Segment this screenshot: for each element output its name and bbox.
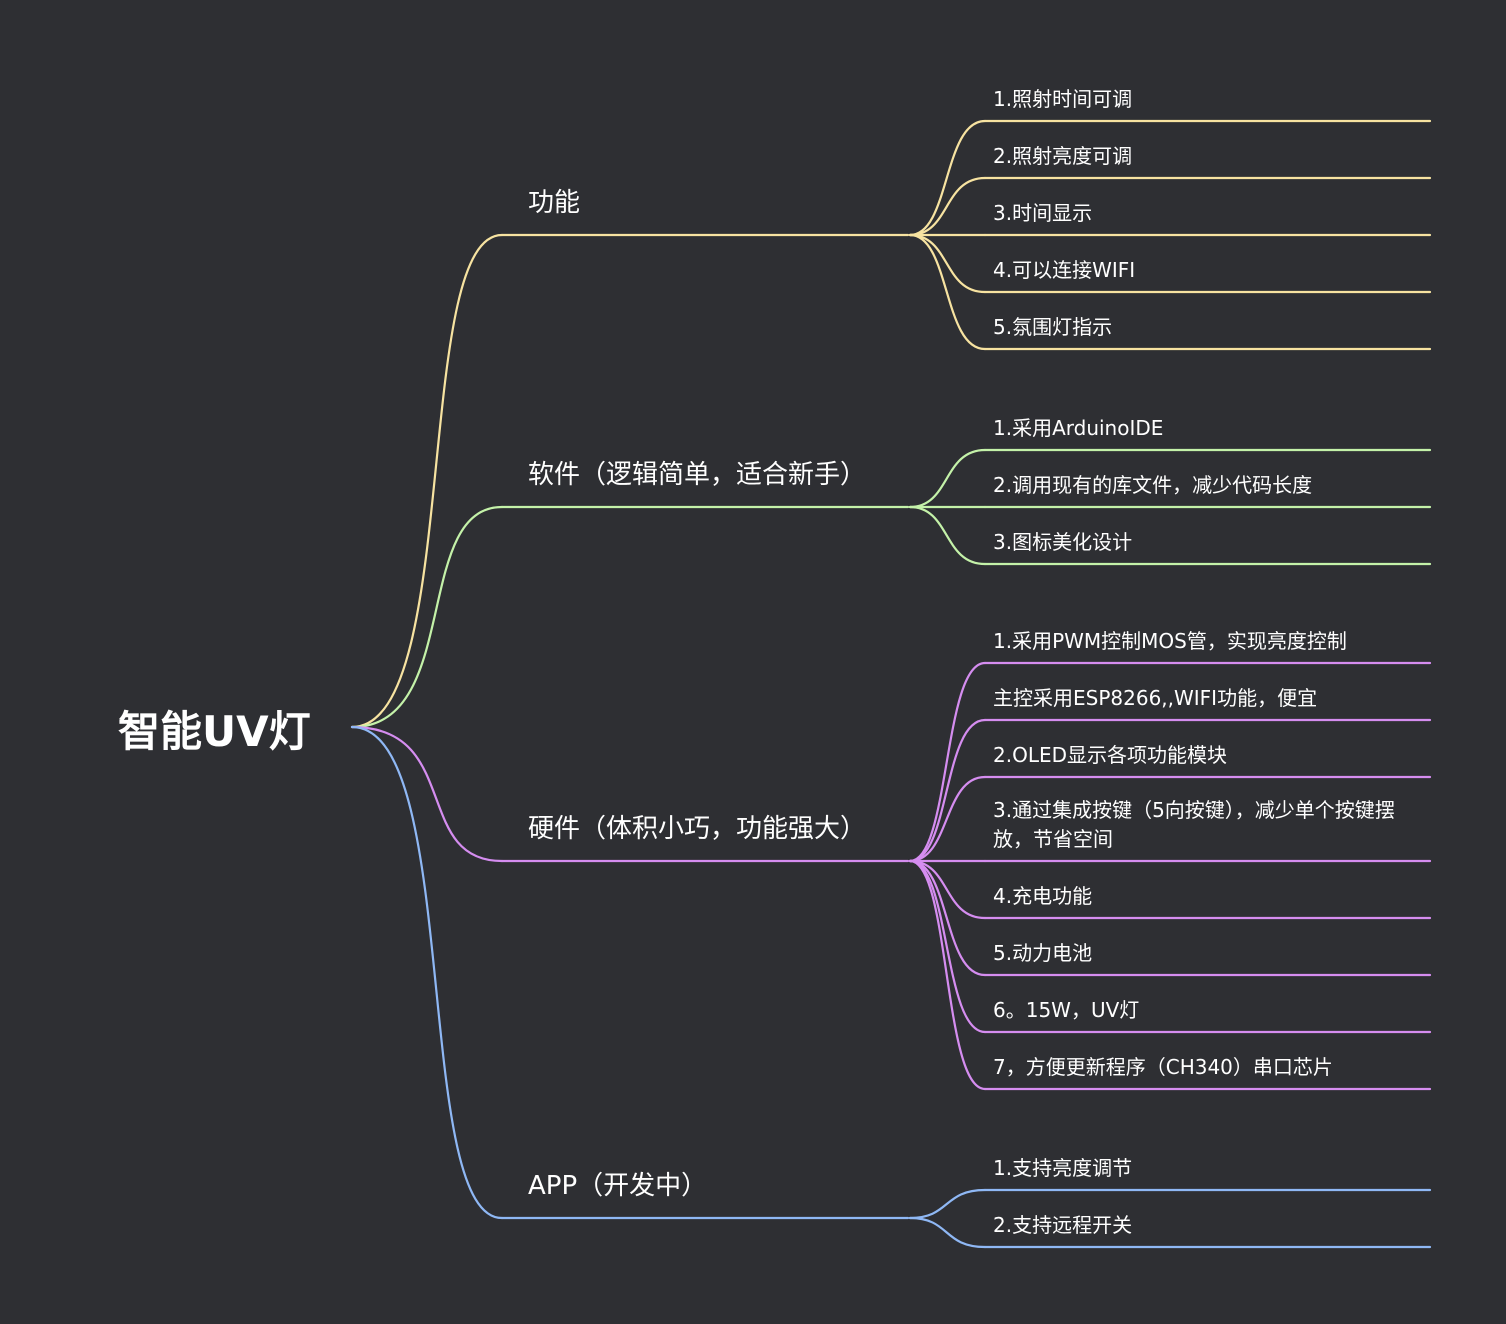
link-software-to-leaf-1: [908, 448, 987, 509]
software-leaf-1-label[interactable]: 1.采用ArduinoIDE: [993, 416, 1163, 440]
branch-function-label[interactable]: 功能: [528, 188, 580, 218]
link-hardware-to-leaf-7: [908, 859, 987, 1034]
branch-software-label[interactable]: 软件（逻辑简单，适合新手）: [528, 460, 866, 490]
software-leaf-2-label[interactable]: 2.调用现有的库文件，减少代码长度: [993, 473, 1312, 497]
app-leaf-2-label[interactable]: 2.支持远程开关: [993, 1213, 1132, 1237]
link-root-to-function: [350, 233, 504, 729]
branch-hardware-label[interactable]: 硬件（体积小巧，功能强大）: [528, 814, 866, 844]
link-function-to-leaf-2: [908, 176, 987, 237]
link-function-to-leaf-1: [908, 119, 987, 237]
app-leaf-1-label[interactable]: 1.支持亮度调节: [993, 1156, 1132, 1180]
hardware-leaf-4-label-line-1[interactable]: 3.通过集成按键（5向按键），减少单个按键摆: [993, 798, 1395, 822]
link-app-to-leaf-1: [908, 1188, 987, 1220]
hardware-leaf-1-label[interactable]: 1.采用PWM控制MOS管，实现亮度控制: [993, 629, 1347, 653]
function-leaf-1-label[interactable]: 1.照射时间可调: [993, 87, 1132, 111]
branch-app-label[interactable]: APP（开发中）: [528, 1171, 707, 1201]
link-hardware-to-leaf-5: [908, 859, 987, 920]
link-root-to-app: [350, 725, 504, 1220]
link-function-to-leaf-5: [908, 233, 987, 351]
link-hardware-to-leaf-2: [908, 718, 987, 863]
link-root-to-hardware: [350, 725, 504, 863]
link-hardware-to-leaf-8: [908, 859, 987, 1091]
link-hardware-to-leaf-1: [908, 661, 987, 863]
link-root-to-software: [350, 505, 504, 729]
hardware-leaf-5-label[interactable]: 4.充电功能: [993, 884, 1092, 908]
link-app-to-leaf-2: [908, 1216, 987, 1249]
software-leaf-3-label[interactable]: 3.图标美化设计: [993, 530, 1132, 554]
hardware-leaf-4-label-line-2[interactable]: 放，节省空间: [993, 827, 1113, 851]
link-software-to-leaf-3: [908, 505, 987, 566]
hardware-leaf-2-label[interactable]: 主控采用ESP8266,,WIFI功能，便宜: [993, 686, 1317, 710]
function-leaf-4-label[interactable]: 4.可以连接WIFI: [993, 258, 1135, 282]
hardware-leaf-8-label[interactable]: 7，方便更新程序（CH340）串口芯片: [993, 1055, 1333, 1079]
mind-map-links: [350, 119, 1432, 1249]
link-hardware-to-leaf-6: [908, 859, 987, 977]
function-leaf-5-label[interactable]: 5.氛围灯指示: [993, 315, 1112, 339]
link-function-to-leaf-4: [908, 233, 987, 294]
root-node-label[interactable]: 智能UV灯: [118, 707, 311, 756]
function-leaf-3-label[interactable]: 3.时间显示: [993, 201, 1092, 225]
mind-map-nodes: 功能 1.照射时间可调 2.照射亮度可调 3.时间显示 4.可以连接WIFI 5.氛围灯指…: [528, 87, 1395, 1237]
hardware-leaf-3-label[interactable]: 2.OLED显示各项功能模块: [993, 743, 1227, 767]
function-leaf-2-label[interactable]: 2.照射亮度可调: [993, 144, 1132, 168]
hardware-leaf-7-label[interactable]: 6。15W，UV灯: [993, 998, 1139, 1022]
hardware-leaf-6-label[interactable]: 5.动力电池: [993, 941, 1092, 965]
link-hardware-to-leaf-3: [908, 775, 987, 863]
